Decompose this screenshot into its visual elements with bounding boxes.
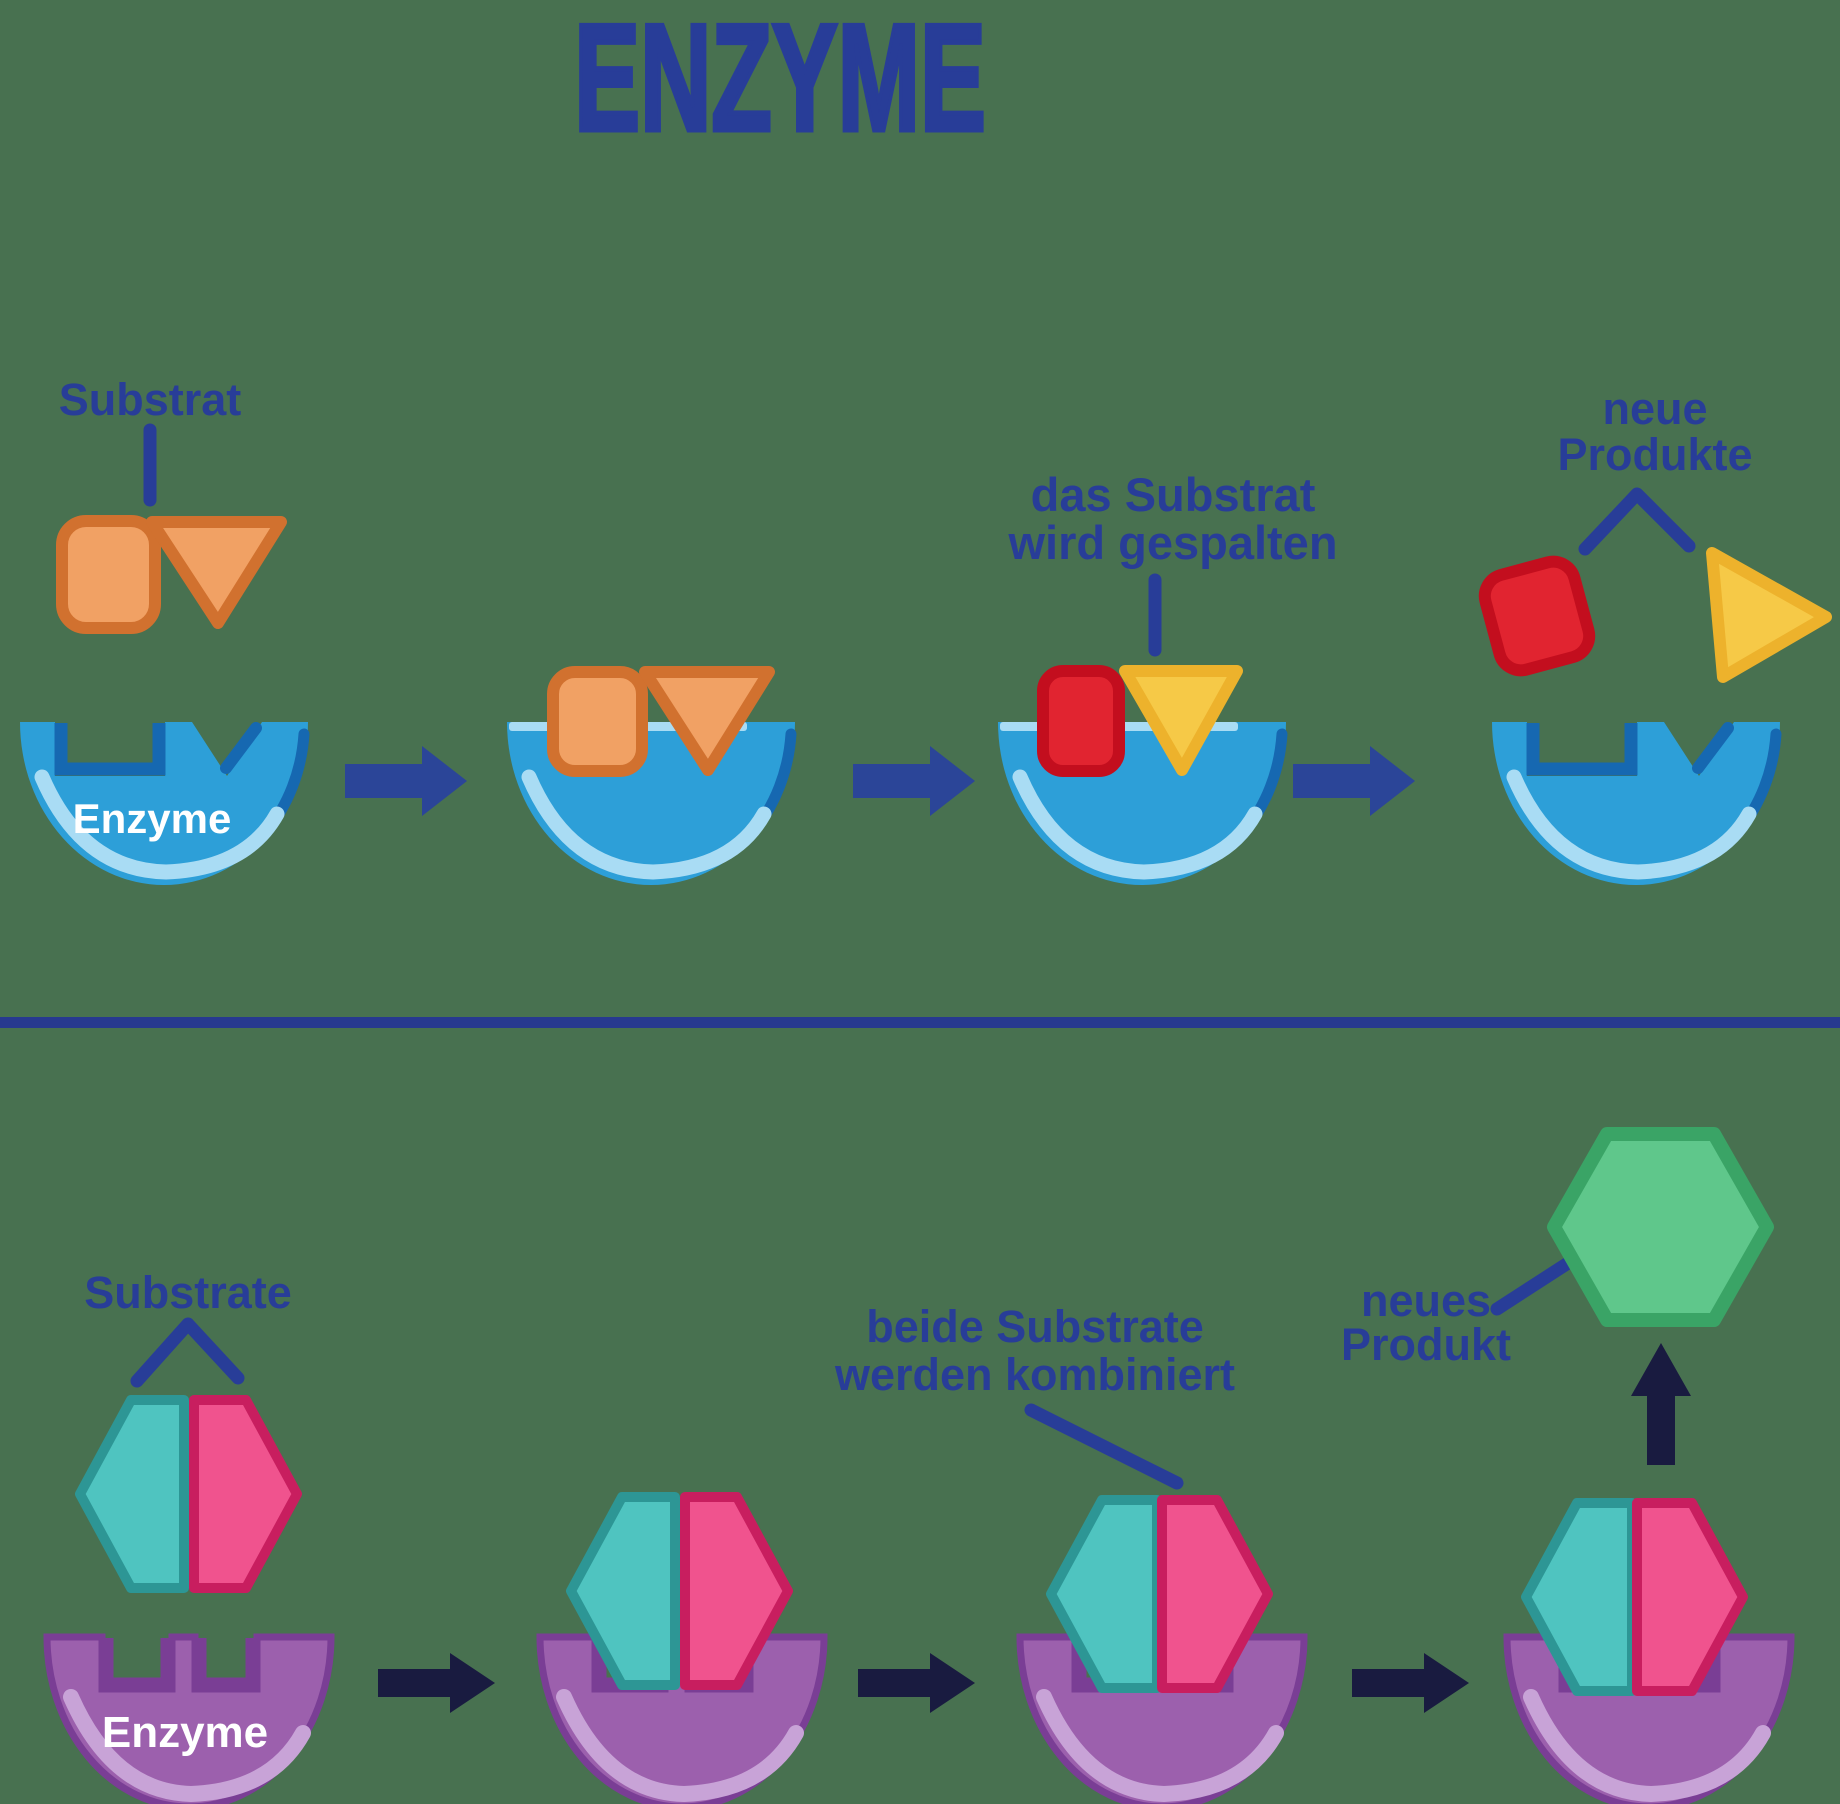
product-triangle xyxy=(1706,547,1832,683)
products-chevron xyxy=(1578,487,1696,556)
products-label-line2: Produkte xyxy=(1557,429,1752,480)
top-arrow-3 xyxy=(1293,746,1415,816)
product-label-line2: Produkt xyxy=(1341,1319,1511,1370)
section-divider xyxy=(0,1017,1840,1028)
split-product-square xyxy=(1037,665,1125,777)
bound-substrate-triangle xyxy=(639,666,775,776)
up-arrow xyxy=(1631,1343,1691,1465)
product-square xyxy=(1478,555,1596,677)
top-process: Substrat Enzyme das Substrat wird gespal… xyxy=(20,374,1832,885)
combine-label-line1: beide Substrate xyxy=(866,1301,1204,1352)
page-title: ENZYME xyxy=(574,0,986,163)
substrates-chevron xyxy=(130,1317,245,1388)
bottom-process: Substrate Enzyme beide Substrate werden … xyxy=(47,1127,1791,1804)
product-hexagon xyxy=(1547,1127,1774,1327)
substrate-triangle xyxy=(146,516,287,629)
substrates-label: Substrate xyxy=(84,1267,292,1318)
split-product-triangle xyxy=(1119,665,1243,776)
bottom-arrow-1 xyxy=(378,1653,495,1713)
products-label-line1: neue xyxy=(1602,383,1707,434)
combined-hexagon xyxy=(1051,1500,1268,1688)
enzyme-purple-label: Enzyme xyxy=(102,1708,268,1757)
released-hexagon xyxy=(1526,1503,1743,1691)
bottom-arrow-2 xyxy=(858,1653,975,1713)
combine-label-line2: werden kombiniert xyxy=(834,1349,1235,1400)
substrate-square xyxy=(56,515,161,634)
split-label-line2: wird gespalten xyxy=(1007,516,1337,569)
split-label-line1: das Substrat xyxy=(1031,468,1316,521)
top-arrow-1 xyxy=(345,746,467,816)
bottom-arrow-3 xyxy=(1352,1653,1469,1713)
bound-hexagon-halves xyxy=(571,1497,788,1685)
enzyme-blue-4 xyxy=(1492,722,1780,885)
enzyme-blue-label: Enzyme xyxy=(73,795,232,842)
bound-substrate-square xyxy=(547,666,648,777)
substrate-hexagon-halves xyxy=(80,1400,297,1588)
product-label-line1: neues xyxy=(1361,1275,1491,1326)
top-arrow-2 xyxy=(853,746,975,816)
combine-pointer-line xyxy=(1024,1403,1184,1490)
substrat-label: Substrat xyxy=(59,374,242,425)
